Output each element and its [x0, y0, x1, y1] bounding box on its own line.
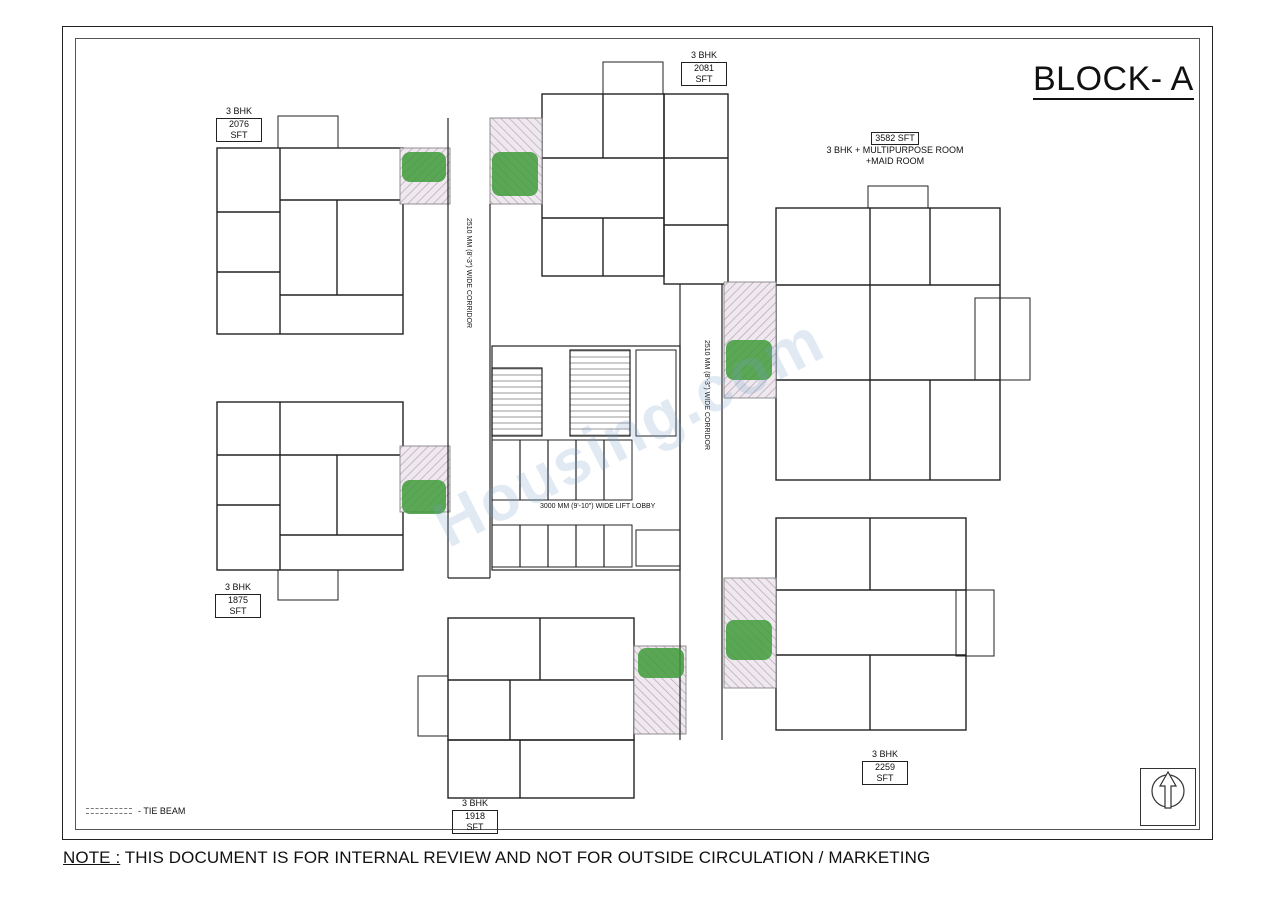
landscape-greenery: [402, 152, 772, 678]
unit-type: 3 BHK: [690, 50, 717, 60]
unit-area: 3582 SFT: [871, 132, 919, 145]
unit-area: 1918 SFT: [452, 810, 498, 834]
unit-label-2081: 3 BHK 2081 SFT: [681, 50, 727, 86]
note-text: THIS DOCUMENT IS FOR INTERNAL REVIEW AND…: [120, 848, 931, 867]
unit-description-line2: +MAID ROOM: [865, 156, 925, 166]
unit-label-2259: 3 BHK 2259 SFT: [862, 749, 908, 785]
corridor-label-left: 2510 MM (8'-3") WIDE CORRIDOR: [465, 218, 472, 329]
unit-label-2076: 3 BHK 2076 SFT: [216, 106, 262, 142]
note-prefix: NOTE :: [63, 848, 121, 867]
unit-area: 2081 SFT: [681, 62, 727, 86]
unit-type: 3 BHK: [225, 106, 252, 116]
disclaimer-note: NOTE : THIS DOCUMENT IS FOR INTERNAL REV…: [63, 848, 930, 868]
unit-bottom-center: [417, 617, 687, 799]
unit-label-3582: 3582 SFT 3 BHK + MULTIPURPOSE ROOM +MAID…: [820, 132, 970, 167]
drawing-title: BLOCK- A: [1033, 60, 1194, 100]
unit-top-left: [216, 115, 451, 335]
drawing-outer-border: [62, 26, 1213, 840]
tie-beam-symbol: [86, 808, 132, 814]
unit-type: 3 BHK: [871, 749, 898, 759]
unit-area: 2259 SFT: [862, 761, 908, 785]
unit-area: 1875 SFT: [215, 594, 261, 618]
unit-label-1875: 3 BHK 1875 SFT: [215, 582, 261, 618]
unit-type: 3 BHK: [224, 582, 251, 592]
unit-label-1918: 3 BHK 1918 SFT: [452, 798, 498, 834]
drawing-inner-border: [75, 38, 1200, 830]
north-arrow-box: [1140, 768, 1196, 826]
legend-label: - TIE BEAM: [138, 806, 186, 816]
north-arrow-icon: [1151, 770, 1185, 809]
unit-type: 3 BHK: [461, 798, 488, 808]
unit-area: 2076 SFT: [216, 118, 262, 142]
lift-lobby-label: 3000 MM (9'-10") WIDE LIFT LOBBY: [540, 503, 656, 510]
unit-description-line1: 3 BHK + MULTIPURPOSE ROOM: [826, 145, 964, 155]
legend-tie-beam: - TIE BEAM: [86, 806, 185, 816]
